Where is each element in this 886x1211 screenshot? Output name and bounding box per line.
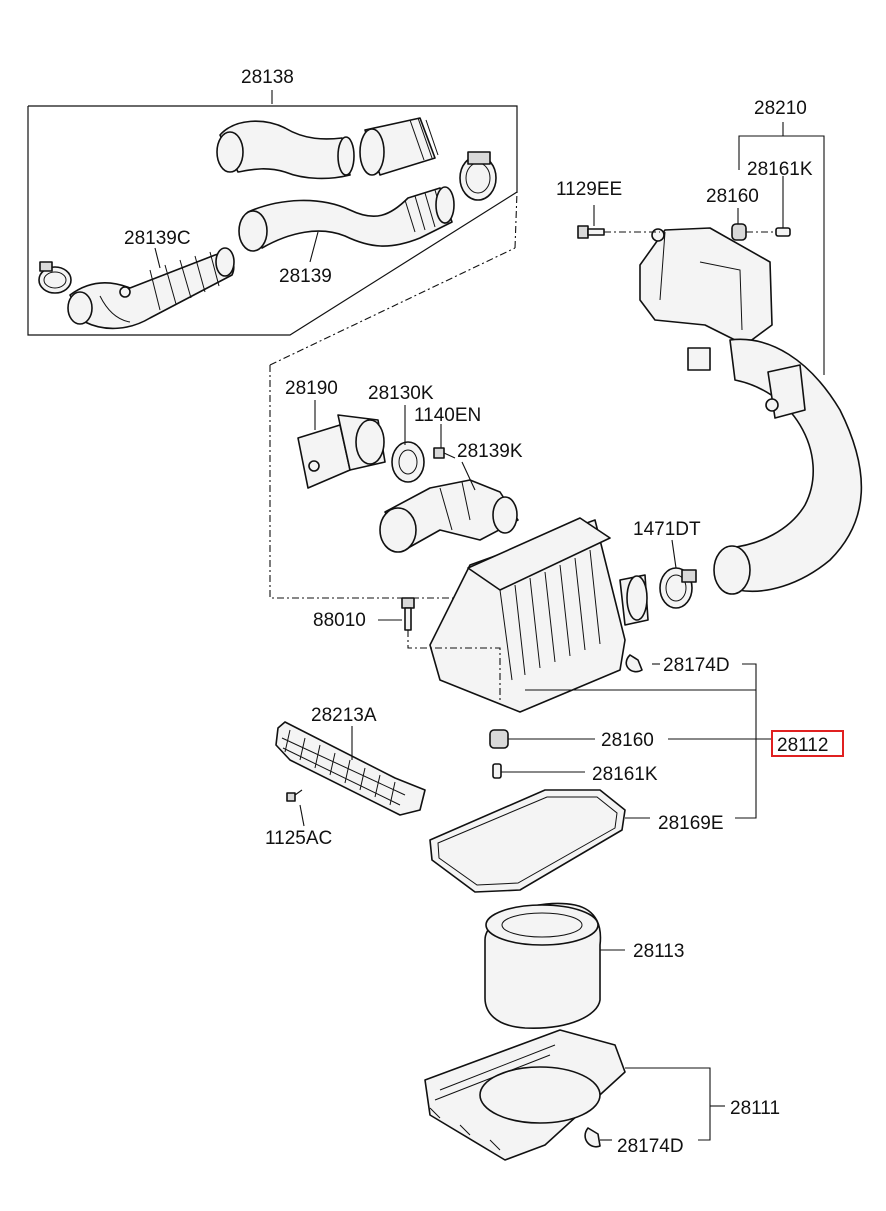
part-28112-air-cleaner-cover xyxy=(429,517,649,713)
part-28160-grommet-mid xyxy=(489,729,509,749)
highlight-box-28112 xyxy=(771,730,844,757)
label-28160-top: 28160 xyxy=(706,186,759,207)
part-1125ac-screw xyxy=(286,789,303,802)
corrugated-sleeve xyxy=(359,117,439,176)
hose-clamp-right xyxy=(459,151,497,201)
part-28139-intake-hose xyxy=(238,186,455,252)
label-28139: 28139 xyxy=(279,266,332,287)
label-28130k: 28130K xyxy=(368,383,434,404)
part-88010-bolt xyxy=(401,597,415,631)
label-28210: 28210 xyxy=(754,98,807,119)
label-88010: 88010 xyxy=(313,610,366,631)
part-28169e-gasket xyxy=(429,789,626,893)
hose-clamp-left xyxy=(38,261,72,294)
part-28210-resonator-housing xyxy=(639,227,773,371)
part-28130k-seal-ring xyxy=(391,441,425,483)
part-28113-filter-element xyxy=(484,902,602,1029)
part-28139k-duct-connector xyxy=(379,479,519,553)
throttle-connector-group-frame xyxy=(269,191,518,599)
part-1140en-bolt xyxy=(433,447,456,459)
label-28213a: 28213A xyxy=(311,705,377,726)
part-28138-elbow-hose xyxy=(216,120,355,180)
part-28160-grommet-top xyxy=(731,223,747,241)
label-1125ac: 1125AC xyxy=(265,828,332,849)
label-28161k-top: 28161K xyxy=(747,159,813,180)
label-28111: 28111 xyxy=(730,1098,780,1119)
part-28210-duct-hose xyxy=(713,338,863,595)
part-28174d-clip-top xyxy=(625,654,643,673)
part-28174d-clip-bottom xyxy=(584,1127,601,1148)
label-28161k-mid: 28161K xyxy=(592,764,658,785)
label-1129ee: 1129EE xyxy=(556,179,622,200)
part-28190-resonator xyxy=(297,414,386,489)
part-1471dt-clamp xyxy=(659,567,697,609)
label-28113: 28113 xyxy=(633,941,684,962)
part-28139c-bellows-duct xyxy=(67,247,235,330)
label-28139c: 28139C xyxy=(124,228,191,249)
part-28111-lower-case xyxy=(424,1029,626,1161)
label-28174d-bottom: 28174D xyxy=(617,1136,684,1157)
part-28161k-pin-mid xyxy=(492,763,502,779)
label-28169e: 28169E xyxy=(658,813,724,834)
label-28138: 28138 xyxy=(241,67,294,88)
part-28213a-grille-cover xyxy=(275,721,426,816)
label-28160-mid: 28160 xyxy=(601,730,654,751)
part-28161k-pin-top xyxy=(775,227,791,237)
part-1129ee-bolt xyxy=(577,225,605,239)
label-28112: 28112 xyxy=(777,735,828,756)
label-28139k: 28139K xyxy=(457,441,523,462)
label-1140en: 1140EN xyxy=(414,405,481,426)
label-1471dt: 1471DT xyxy=(633,519,701,540)
label-28190: 28190 xyxy=(285,378,338,399)
intake-duct-group-frame xyxy=(27,105,518,336)
label-28174d-top: 28174D xyxy=(663,655,730,676)
